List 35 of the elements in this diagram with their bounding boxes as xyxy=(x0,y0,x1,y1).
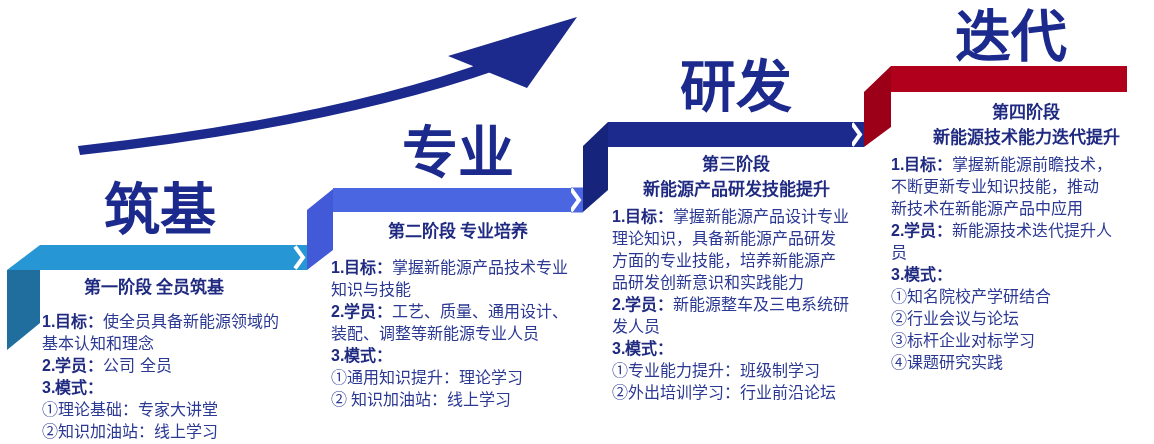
list-item: ①专业能力提升：班级制学习 xyxy=(612,361,820,381)
body-text: 1.目标：掌握新能源前瞻技术，不断更新专业知识技能，推动新技术在新能源产品中应用 xyxy=(891,155,1114,219)
stage-heading: 专业 xyxy=(402,125,514,181)
chevron-arrow xyxy=(282,244,307,271)
section-label: 3.模式： xyxy=(42,377,104,398)
body-text: 2.学员：新能源技术迭代提升人员 xyxy=(891,221,1114,263)
stage-heading: 筑基 xyxy=(104,182,216,238)
body-text: 1.目标：掌握新能源产品技术专业知识与技能 xyxy=(331,258,570,300)
section-label: 3.模式： xyxy=(891,264,953,285)
list-item: ② 知识加油站：线上学习 xyxy=(331,390,512,410)
stage-title: 第三阶段 xyxy=(702,153,770,176)
section-label: 3.模式： xyxy=(331,345,393,366)
body-text: 2.学员：新能源整车及三电系统研发人员 xyxy=(612,295,851,337)
body-text: 2.学员：工艺、质量、通用设计、装配、调整等新能源专业人员 xyxy=(331,302,570,344)
list-item: ②知识加油站：线上学习 xyxy=(42,422,218,442)
stage-heading: 研发 xyxy=(680,59,792,115)
stage-title: 新能源产品研发技能提升 xyxy=(642,179,830,201)
body-text: 1.目标：使全员具备新能源领域的基本认知和理念 xyxy=(42,312,281,354)
list-item: ②行业会议与论坛 xyxy=(891,309,1019,329)
body-text: 1.目标：掌握新能源产品设计专业理论知识，具备新能源产品研发方面的专业技能，培养新能源产品研发创新意识和实践能力 xyxy=(612,207,851,293)
list-item: ③标杆企业对标学习 xyxy=(891,331,1035,351)
list-item: ①通用知识提升：理论学习 xyxy=(331,368,523,388)
list-item: ①知名院校产学研结合 xyxy=(891,287,1051,307)
section-label: 3.模式： xyxy=(612,338,674,359)
list-item: ①理论基础：专家大讲堂 xyxy=(42,400,218,420)
stage-title: 第二阶段 专业培养 xyxy=(387,220,529,243)
stage-title: 新能源技术能力迭代提升 xyxy=(932,127,1120,149)
body-text: 2.学员：公司 全员 xyxy=(42,356,172,376)
stage-heading: 迭代 xyxy=(955,9,1067,65)
stage-title: 第一阶段 全员筑基 xyxy=(83,276,225,299)
list-item: ②外出培训学习：行业前沿论坛 xyxy=(612,383,836,403)
chevron-arrow xyxy=(569,187,583,213)
stage-title: 第四阶段 xyxy=(992,101,1060,124)
chevron-arrow xyxy=(850,121,864,148)
list-item: ④课题研究实践 xyxy=(891,353,1003,373)
